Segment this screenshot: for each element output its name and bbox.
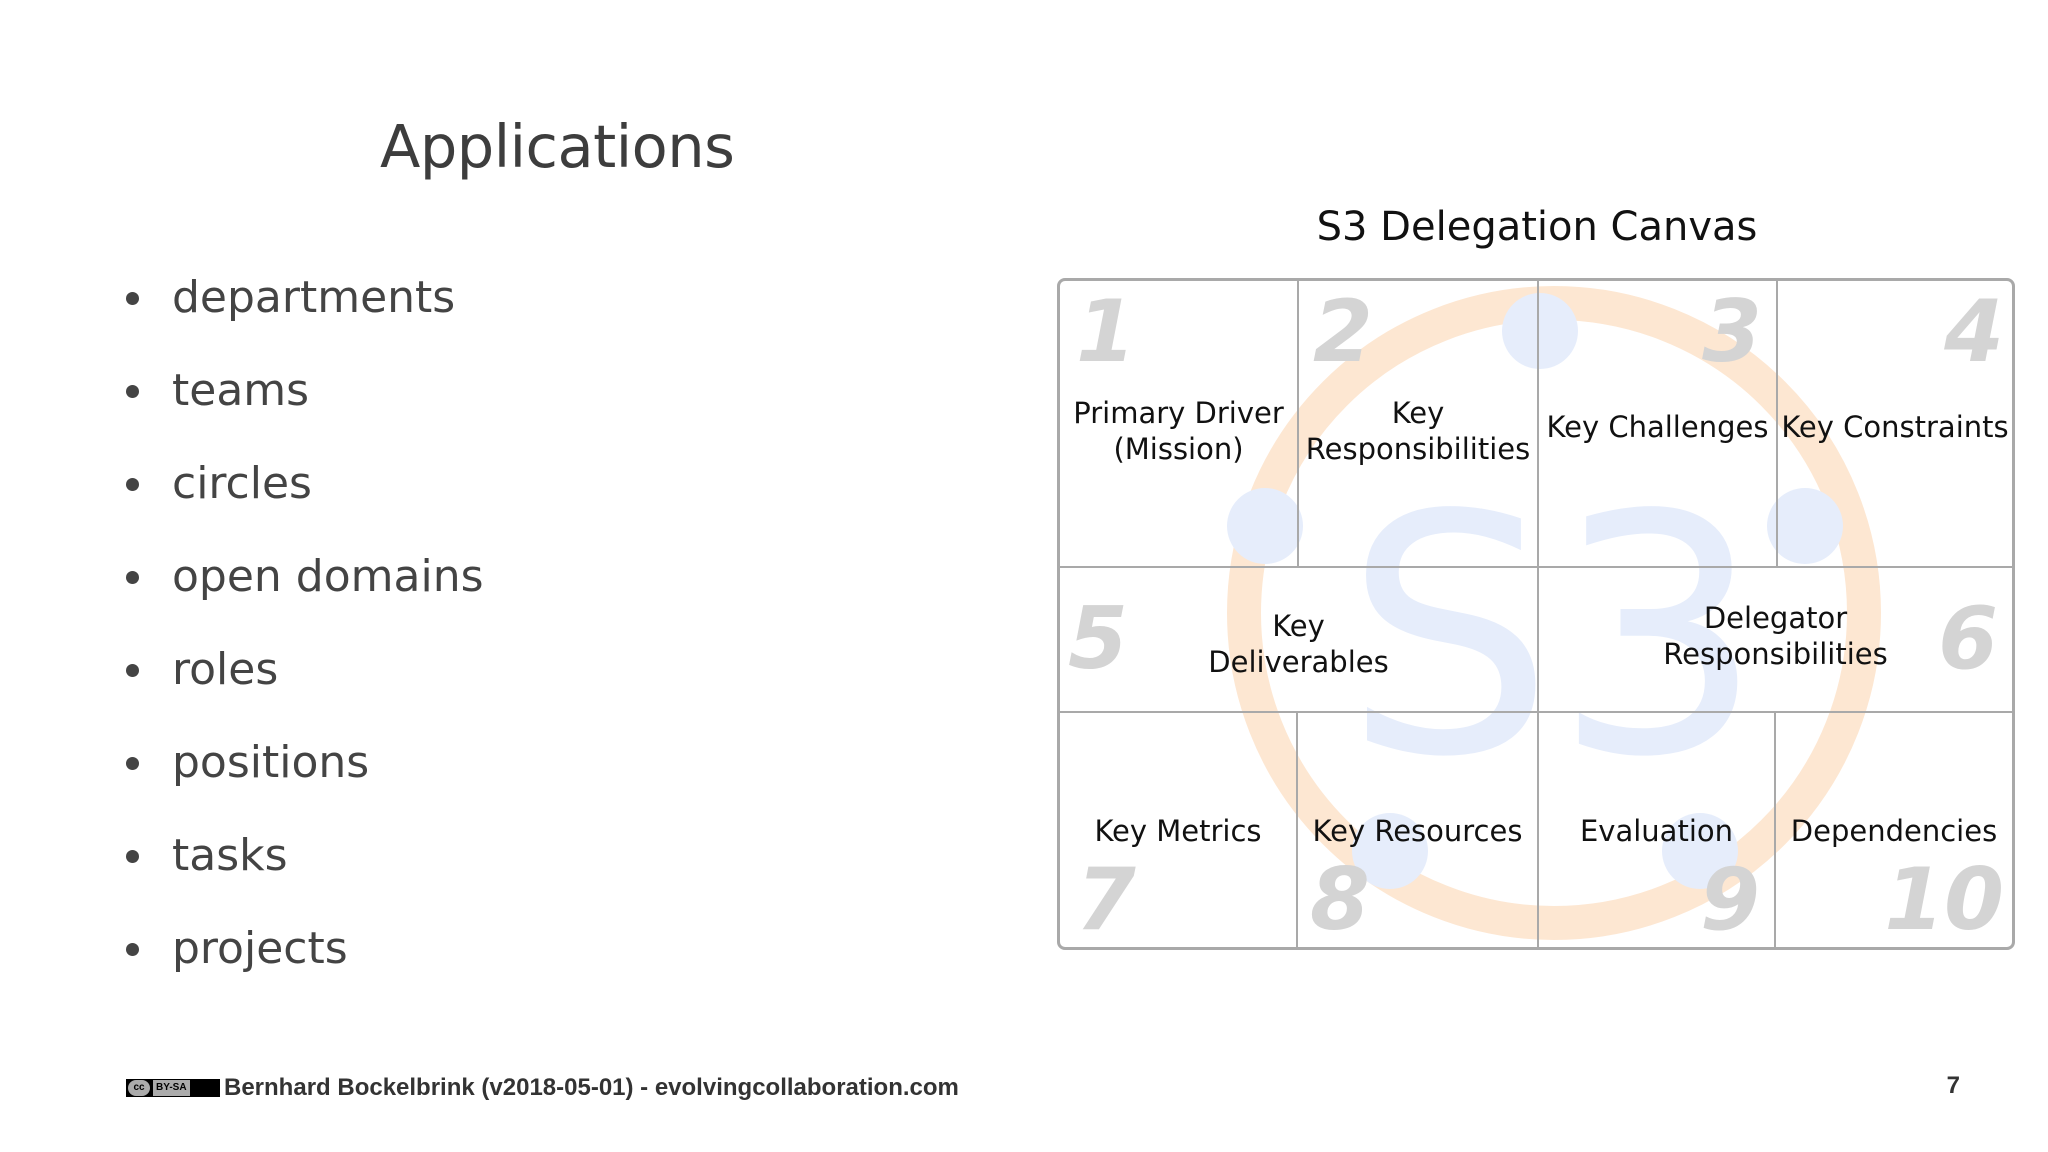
cc-license-badge: cc BY-SA [126, 1079, 220, 1097]
footer-credit: Bernhard Bockelbrink (v2018-05-01) - evo… [224, 1074, 959, 1101]
slide-footer: cc BY-SA Bernhard Bockelbrink (v2018-05-… [126, 1072, 959, 1104]
canvas-cell-delegator-responsibilities: 6 Delegator Responsibilities [1539, 568, 2012, 713]
canvas-title: S3 Delegation Canvas [1316, 204, 1758, 250]
canvas-cell-key-responsibilities: 2 Key Responsibilities [1299, 281, 1539, 568]
logo-dot [1502, 293, 1578, 369]
cell-number: 10 [1884, 850, 2004, 950]
bullet-icon [126, 664, 139, 677]
canvas-cell-key-challenges: 3 Key Challenges [1539, 281, 1778, 568]
logo-text: S3 [1344, 445, 1763, 829]
cell-label: Key Responsibilities [1305, 396, 1531, 466]
bullet-icon [126, 478, 139, 491]
canvas-cell-primary-driver: 1 Primary Driver (Mission) [1060, 281, 1299, 568]
cell-label: Key Constraints [1781, 410, 2009, 444]
license-label: BY-SA [153, 1080, 190, 1096]
cell-label: Key Metrics [1094, 814, 1262, 848]
cell-number: 3 [1702, 282, 1762, 382]
cell-label: Key Resources [1312, 814, 1523, 848]
logo-dot [1662, 813, 1738, 889]
canvas-cell-key-metrics: 7 Key Metrics [1060, 713, 1298, 947]
page-number: 7 [1946, 1072, 1960, 1099]
logo-dot [1352, 813, 1428, 889]
logo-dot [1227, 488, 1303, 564]
cell-number: 6 [1938, 589, 1998, 689]
cell-number: 5 [1068, 589, 1128, 689]
bullet-icon [126, 943, 139, 956]
cell-number: 4 [1944, 282, 2004, 382]
bullet-icon [126, 757, 139, 770]
cell-label: Evaluation [1579, 814, 1733, 848]
bullet-icon [126, 571, 139, 584]
cell-label: Key Challenges [1546, 410, 1769, 444]
cell-number: 9 [1700, 850, 1760, 950]
canvas-cell-evaluation: 9 Evaluation [1539, 713, 1776, 947]
s3-logo-watermark: S3 [1227, 286, 1881, 940]
cell-label: Delegator Responsibilities [1663, 601, 1888, 671]
cell-number: 8 [1310, 850, 1370, 950]
slide-title: Applications [380, 112, 735, 181]
cell-label: Key Deliverables [1208, 609, 1389, 679]
bullet-icon [126, 292, 139, 305]
cell-label: Dependencies [1790, 814, 1998, 848]
logo-dot [1767, 488, 1843, 564]
delegation-canvas: S3 1 Primary Driver (Mission) 2 Key Resp… [1057, 278, 2015, 950]
canvas-cell-dependencies: 10 Dependencies [1776, 713, 2012, 947]
bullet-icon [126, 850, 139, 863]
canvas-cell-key-resources: 8 Key Resources [1298, 713, 1539, 947]
bullet-icon [126, 385, 139, 398]
cell-number: 1 [1076, 282, 1136, 382]
cell-number: 7 [1076, 850, 1136, 950]
canvas-cell-key-constraints: 4 Key Constraints [1778, 281, 2012, 568]
cell-number: 2 [1313, 282, 1373, 382]
cc-icon: cc [128, 1080, 150, 1096]
canvas-cell-key-deliverables: 5 Key Deliverables [1060, 568, 1539, 713]
cell-label: Primary Driver (Mission) [1073, 396, 1284, 466]
